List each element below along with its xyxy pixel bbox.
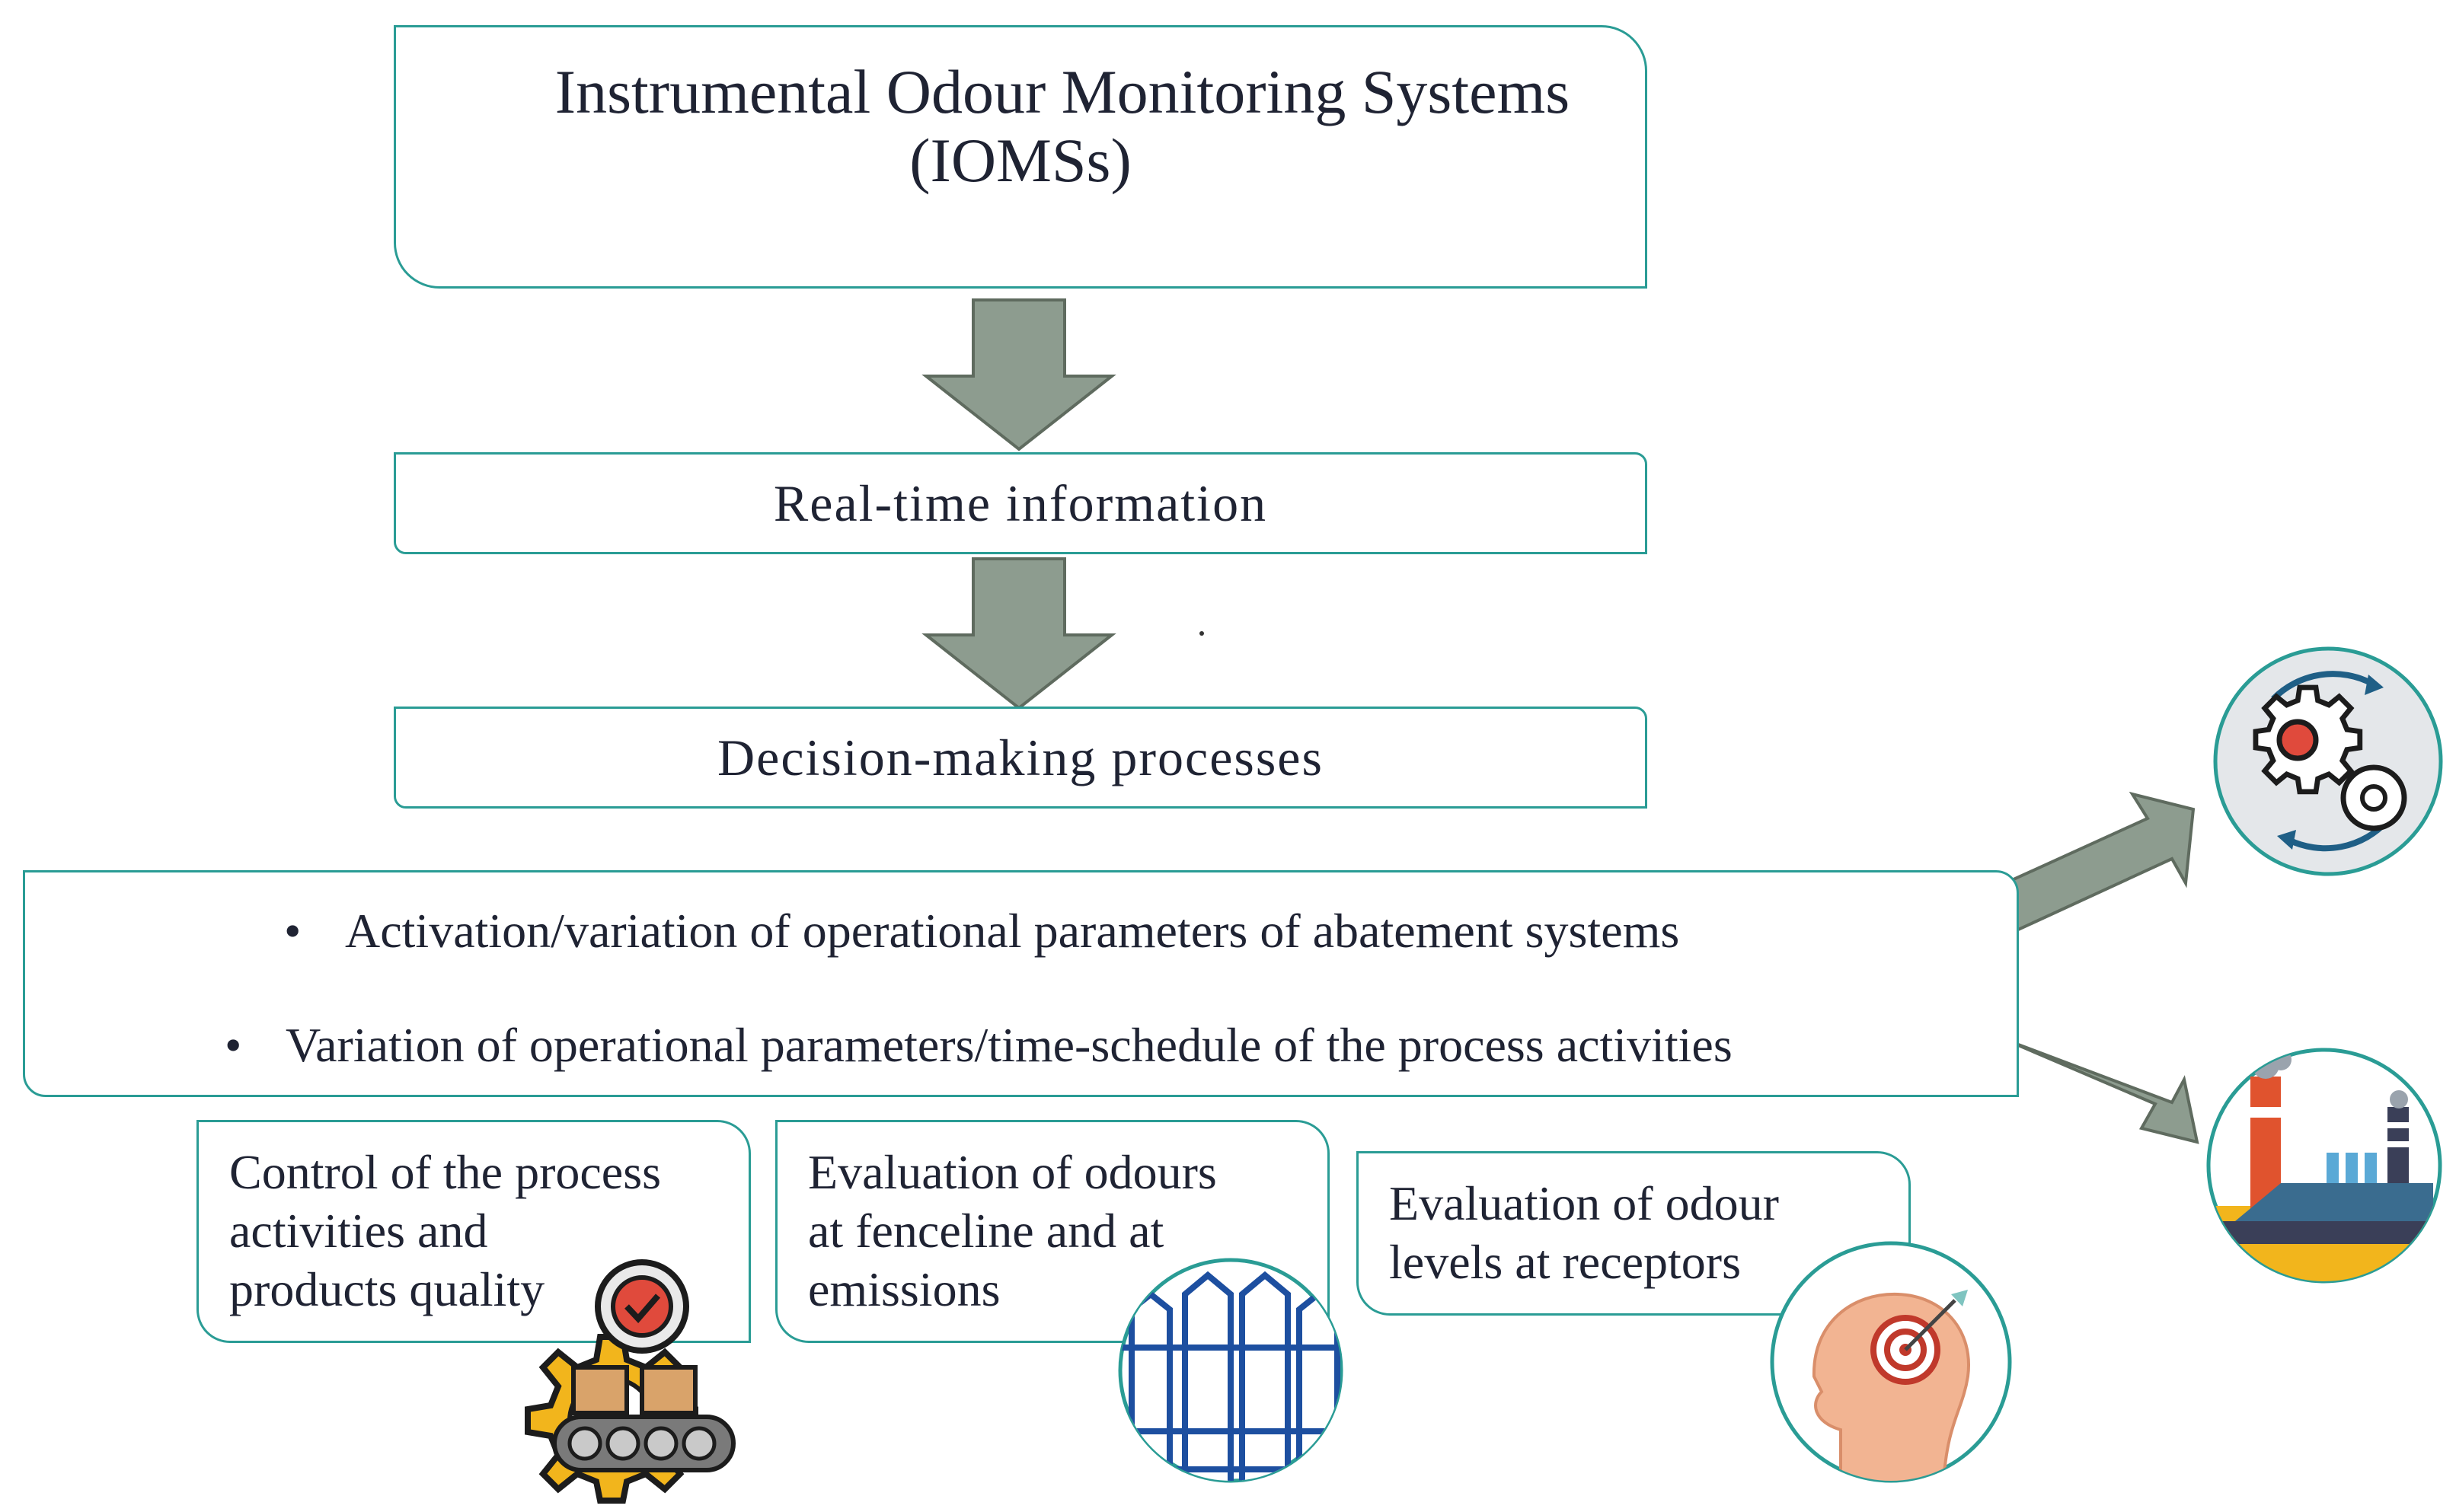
action-item-2: • Variation of operational parameters/ti… <box>225 1017 1733 1073</box>
iomss-title-box: Instrumental Odour Monitoring Systems (I… <box>394 25 1647 289</box>
card-line: products quality <box>229 1262 545 1316</box>
card-line: Evaluation of odour <box>1389 1176 1779 1230</box>
actions-box: • Activation/variation of operational pa… <box>23 870 2019 1097</box>
decision-making-label: Decision-making processes <box>717 728 1324 786</box>
gears-cycle-icon <box>2213 646 2443 876</box>
bullet-dot: • <box>225 1018 242 1072</box>
conveyor-gear-icon <box>525 1259 736 1504</box>
title-line-2: (IOMSs) <box>909 126 1132 196</box>
head-target-icon <box>1770 1241 2012 1483</box>
fenceline-evaluation-card: Evaluation of odours at fenceline and at… <box>775 1120 1330 1343</box>
down-arrow-2 <box>921 557 1116 710</box>
card-line: emissions <box>808 1262 1001 1316</box>
receptor-evaluation-card: Evaluation of odour levels at receptors <box>1356 1151 1911 1316</box>
card-line: Evaluation of odours <box>808 1145 1217 1199</box>
down-arrow-1 <box>921 298 1116 451</box>
fence-icon <box>1118 1258 1343 1483</box>
decision-making-box: Decision-making processes <box>394 707 1647 809</box>
action-item-1: • Activation/variation of operational pa… <box>284 903 1680 959</box>
bullet-dot: • <box>284 904 302 958</box>
card-line: activities and <box>229 1203 488 1258</box>
card-line: levels at receptors <box>1389 1234 1741 1289</box>
stray-dot <box>1199 631 1204 636</box>
arrow-to-gears <box>1978 791 2196 937</box>
arrow-to-factory <box>1995 1034 2199 1144</box>
action-item-1-text: Activation/variation of operational para… <box>345 904 1680 958</box>
factory-icon <box>2206 1048 2442 1284</box>
card-line: at fenceline and at <box>808 1203 1164 1258</box>
action-item-2-text: Variation of operational parameters/time… <box>286 1018 1733 1072</box>
title-line-1: Instrumental Odour Monitoring Systems <box>554 57 1570 126</box>
card-line: Control of the process <box>229 1145 661 1199</box>
real-time-information-label: Real-time information <box>773 474 1268 532</box>
real-time-information-box: Real-time information <box>394 452 1647 554</box>
process-control-card: Control of the process activities and pr… <box>196 1120 751 1343</box>
